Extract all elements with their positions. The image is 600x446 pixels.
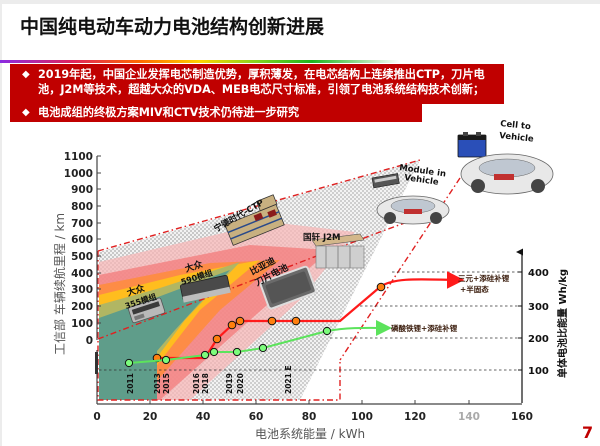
bullet-banner-2: 电池成组的终极方案MIV和CTV技术仍待进一步研究: [10, 104, 422, 122]
left-tick-100: 100: [71, 318, 93, 330]
right-axis-tick-marks: [518, 271, 522, 371]
page-number: 7: [582, 423, 594, 442]
bullet-item-2: 电池成组的终极方案MIV和CTV技术仍待进一步研究: [22, 105, 414, 120]
x-tick-140: 140: [458, 411, 480, 423]
year-2019: 2019: [225, 373, 234, 394]
catl-ctp-pack-image: [224, 194, 285, 246]
bullet-text-2: 电池成组的终极方案MIV和CTV技术仍待进一步研究: [38, 106, 300, 119]
right-axis: 400 300 200 100 单体电池比能量 Wh/kg: [516, 248, 569, 403]
left-tick-200: 200: [71, 301, 93, 313]
right-tick-100: 100: [528, 366, 549, 377]
gotion-j2m-image: [311, 233, 365, 269]
envelope-left-edge: [97, 251, 341, 401]
ternary-point: [291, 316, 301, 326]
lfp-point: [200, 350, 210, 360]
year-2021e: 2021 E: [284, 365, 293, 394]
x-axis: 0 20 40 60 80 100 120 140 160 电池系统能量 / k…: [93, 400, 533, 441]
label-ternary-line2: +半固态: [460, 284, 489, 294]
left-tick-600: 600: [71, 234, 93, 246]
miv-module-image: [371, 173, 400, 189]
vw355-module-image: [128, 297, 166, 324]
x-axis-tick-marks: [149, 400, 470, 404]
product-images: [128, 132, 554, 324]
label-miv-line2: Vehicle: [404, 173, 440, 188]
left-tick-300: 300: [71, 284, 93, 296]
bullet-item-1: 2019年起，中国企业发挥电芯制造优势，厚积薄发，在电芯结构上连续推出CTP，刀…: [22, 67, 496, 97]
left-tick-800: 800: [71, 201, 93, 213]
year-2015: 2015: [162, 373, 171, 394]
lfp-point: [258, 343, 268, 353]
left-tick-400: 400: [71, 268, 93, 280]
left-tick-900: 900: [71, 184, 93, 196]
x-axis-ticks: 0 20 40 60 80 100 120 140 160: [93, 411, 533, 423]
bullet-text-1a: 2019年起，中国企业发挥电芯制造优势，厚积薄发，在电芯结构上连续推出CTP，刀…: [38, 68, 485, 81]
x-tick-20: 20: [143, 411, 158, 423]
left-tick-700: 700: [71, 218, 93, 230]
left-tick-0: 0: [86, 335, 93, 347]
x-tick-160: 160: [511, 411, 533, 423]
lfp-point: [232, 347, 242, 357]
left-axis: 1100 1000 900 800 700 600 500 400 300 20…: [52, 151, 101, 404]
ctv-cell-image: [457, 132, 487, 158]
right-tick-400: 400: [528, 268, 549, 279]
x-tick-120: 120: [404, 411, 426, 423]
x-axis-title: 电池系统能量 / kWh: [255, 427, 365, 441]
label-gotion-j2m: 国轩 J2M: [303, 232, 341, 243]
left-axis-title: 工信部 车辆续航里程 / km: [52, 213, 67, 355]
bullet-banner-1: 2019年起，中国企业发挥电芯制造优势，厚积薄发，在电芯结构上连续推出CTP，刀…: [10, 64, 504, 104]
rainbow-divider: [0, 60, 400, 63]
vw590-module-image: [179, 274, 231, 303]
left-tick-500: 500: [71, 251, 93, 263]
series-labels: 三元+添硅补锂 +半固态 磷酸铁锂+添硅补锂: [391, 273, 510, 333]
year-labels: 2011 2013 2015 2016 2018 2019 2020 2021 …: [126, 365, 293, 394]
ternary-point: [212, 334, 222, 344]
ctv-car-image: [460, 153, 554, 195]
x-tick-40: 40: [196, 411, 211, 423]
right-axis-title: 单体电池比能量 Wh/kg: [556, 269, 569, 378]
x-tick-60: 60: [249, 411, 264, 423]
series-lfp: [124, 319, 392, 368]
year-2020: 2020: [236, 373, 245, 394]
label-ctv-line2: Vehicle: [499, 131, 535, 145]
lfp-point: [161, 355, 171, 365]
label-ctv-line1: Cell to: [500, 119, 532, 132]
label-lfp: 磷酸铁锂+添硅补锂: [391, 323, 458, 333]
lfp-point: [124, 358, 134, 368]
lfp-point: [209, 347, 219, 357]
ternary-point: [227, 320, 237, 330]
left-tick-1100: 1100: [64, 151, 93, 163]
label-ternary-line1: 三元+添硅补锂: [458, 273, 510, 283]
series-ternary: [152, 271, 465, 363]
ternary-point: [267, 316, 277, 326]
year-2016: 2016: [192, 373, 201, 394]
x-tick-100: 100: [351, 411, 373, 423]
axis-break-mark: [95, 352, 98, 374]
slide-title: 中国纯电动车动力电池结构创新进展: [20, 16, 325, 38]
x-tick-80: 80: [302, 411, 317, 423]
year-2011: 2011: [126, 373, 135, 394]
year-2018: 2018: [201, 373, 210, 394]
lfp-point: [322, 326, 332, 336]
year-2013: 2013: [153, 373, 162, 394]
left-axis-tick-marks: [97, 155, 101, 324]
left-tick-1000: 1000: [64, 168, 93, 180]
ternary-point: [235, 316, 245, 326]
right-tick-200: 200: [528, 334, 549, 345]
miv-car-image: [376, 195, 450, 225]
byd-blade-image: [259, 265, 317, 310]
ternary-point: [376, 282, 386, 292]
right-axis-ticks: 400 300 200 100: [528, 268, 549, 377]
left-axis-ticks: 1100 1000 900 800 700 600 500 400 300 20…: [64, 151, 93, 347]
dashed-gridlines: [99, 271, 520, 371]
bullet-text-1b: 池，J2M等技术，超越大众的VDA、MEB电芯尺寸标准，引领了电池系统结构技术创…: [38, 83, 485, 96]
envelope-middle-line: [97, 209, 441, 340]
right-tick-300: 300: [528, 302, 549, 313]
x-tick-0: 0: [93, 411, 100, 423]
